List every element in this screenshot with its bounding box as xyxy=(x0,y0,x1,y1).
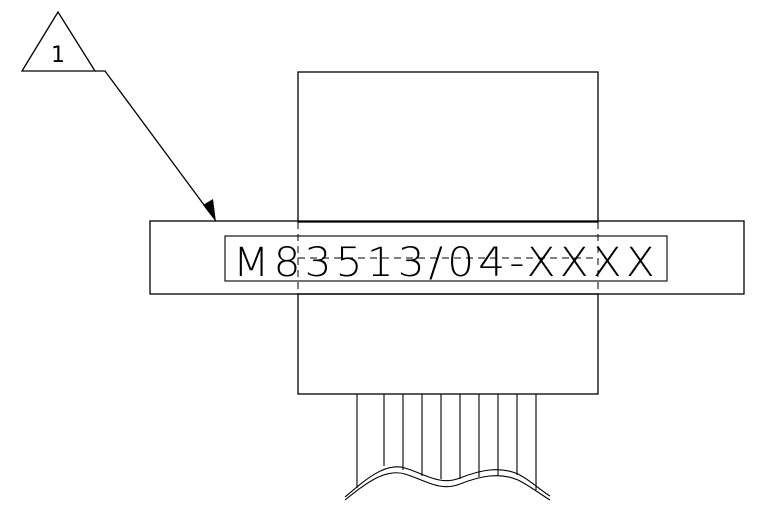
callout-triangle xyxy=(20,10,97,72)
part-number-marking: M83513/04-XXXX xyxy=(233,240,659,286)
marking-band xyxy=(149,220,745,295)
wire-bundle xyxy=(344,394,551,501)
break-line-top xyxy=(344,466,551,498)
connector-shell-top xyxy=(297,71,599,223)
connector-shell-bottom xyxy=(297,293,599,395)
leader-line xyxy=(95,70,211,214)
break-line-bottom xyxy=(344,472,551,501)
callout-number: 1 xyxy=(51,43,65,68)
marking-text-box xyxy=(224,235,668,282)
leader-arrowhead xyxy=(203,199,216,222)
